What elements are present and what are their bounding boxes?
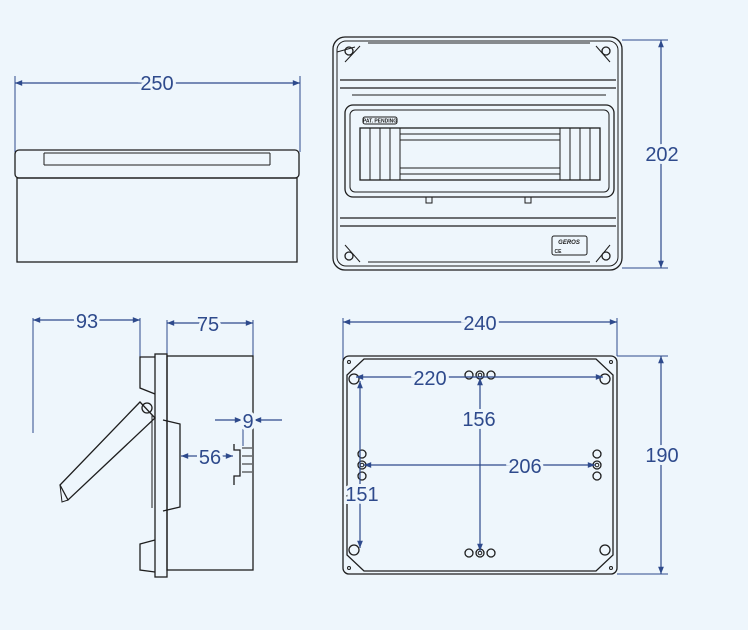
dim-label-93: 93 — [76, 311, 98, 333]
screw-icon — [344, 45, 611, 263]
dim-label-250: 250 — [140, 73, 173, 95]
dim-label-156: 156 — [462, 409, 495, 431]
top-view: 250 — [14, 70, 301, 263]
bottom-view: 240 190 220 156 206 151 — [342, 310, 682, 575]
ce-mark: CE — [555, 249, 563, 255]
dim-label-75: 75 — [197, 314, 219, 336]
patent-label: PAT. PENDING — [363, 119, 397, 125]
logo: GEROS — [558, 240, 580, 246]
dim-label-240: 240 — [463, 313, 496, 335]
dim-label-151: 151 — [345, 484, 378, 506]
dim-label-190: 190 — [645, 445, 678, 467]
dim-label-220: 220 — [413, 368, 446, 390]
corner-hole-icon — [347, 360, 613, 570]
dim-label-56: 56 — [199, 447, 221, 469]
side-view: 93 75 9 56 — [32, 308, 282, 578]
front-view: 202 PAT. PENDING GEROS CE — [332, 36, 682, 271]
dim-label-202: 202 — [645, 144, 678, 166]
dim-label-206: 206 — [508, 456, 541, 478]
dim-label-9: 9 — [242, 411, 253, 433]
